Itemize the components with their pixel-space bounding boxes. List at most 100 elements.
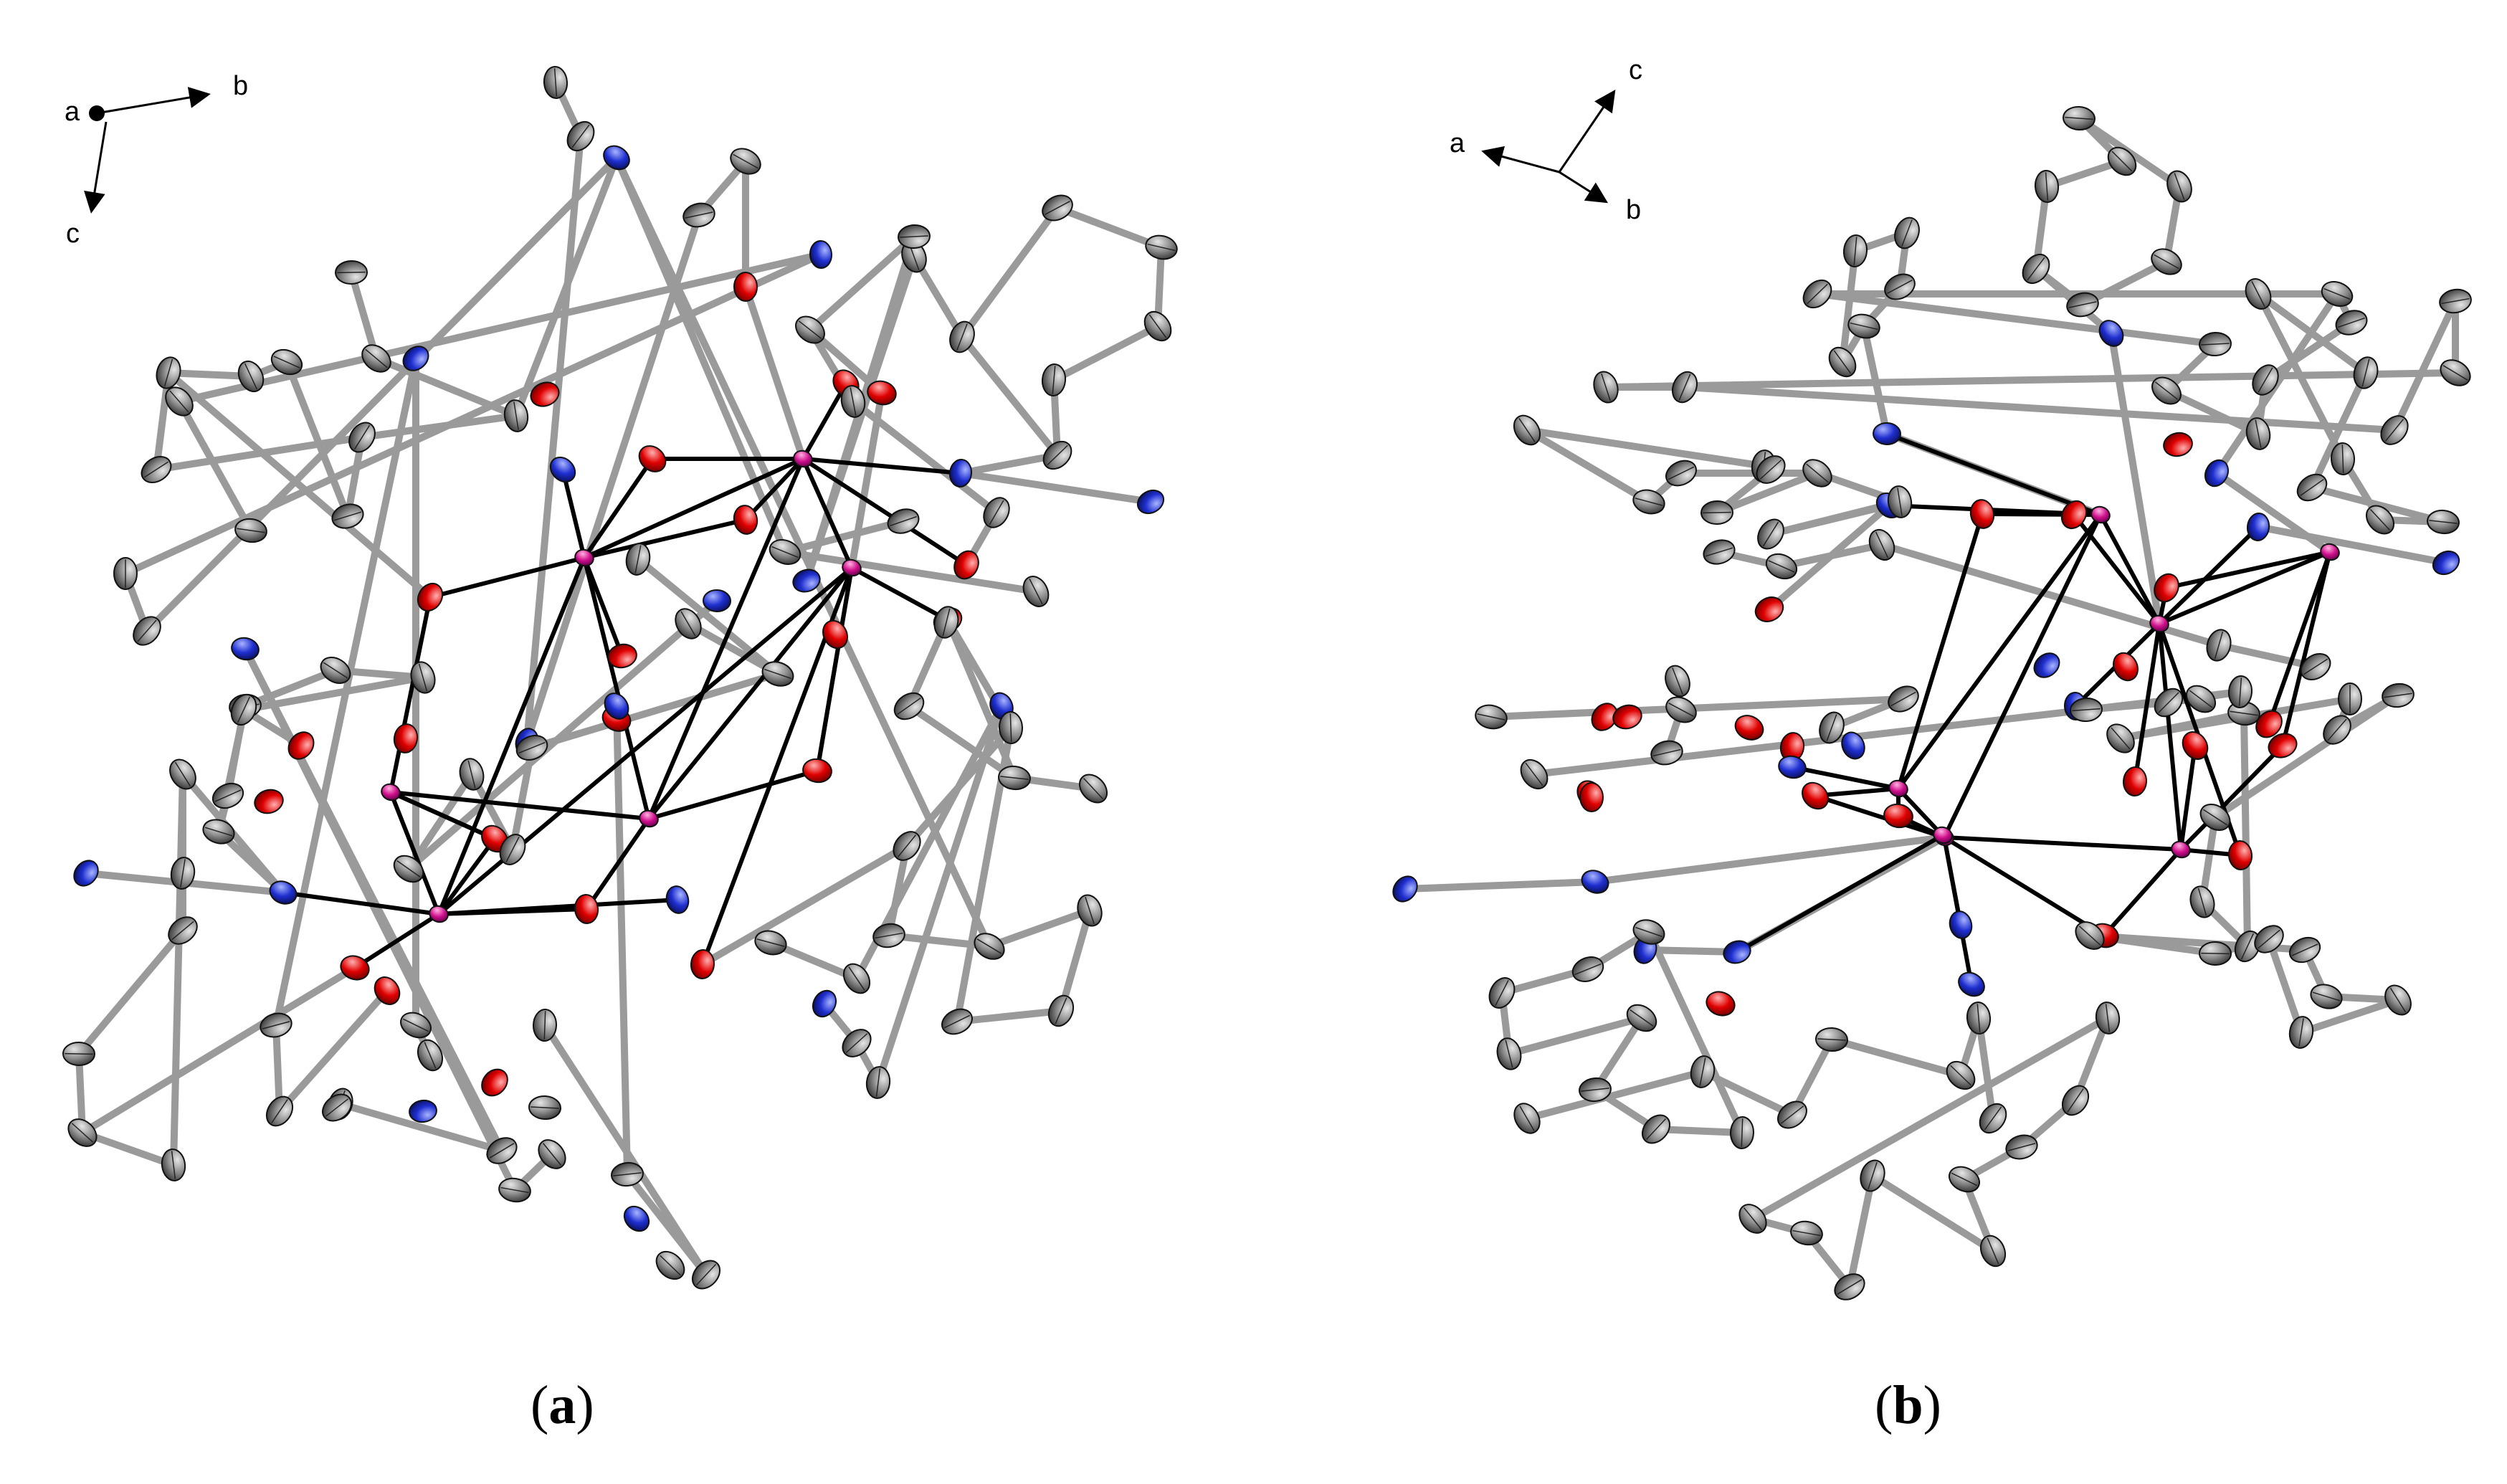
panel-a-oxygen-atom <box>254 789 284 814</box>
panel-a-atom-octant-line <box>489 1143 515 1159</box>
panel-b-oxygen-atom <box>2255 710 2283 738</box>
panel-b-bond <box>2265 936 2305 1036</box>
panel-b-atom-octant-line <box>2202 809 2228 826</box>
panel-b-atom-octant-line <box>1672 667 1683 695</box>
panel-a-nitrogen-atom <box>73 860 99 887</box>
panel-a-metal-atom <box>639 809 659 828</box>
panel-a-bond <box>348 269 380 362</box>
panel-a-axis-label-b: b <box>233 71 248 101</box>
panel-a-atoms <box>62 66 1178 1290</box>
panel-a-nitrogen-atom <box>623 1205 650 1232</box>
panel-b-atom-octant-line <box>1574 963 1602 976</box>
panel-a-nitrogen-atom <box>603 145 630 171</box>
panel-a-nitrogen-atom <box>792 569 821 593</box>
panel-b-metal-atom <box>1888 779 1908 798</box>
panel-a-caption-letter: a <box>548 1375 576 1435</box>
panel-a-bond <box>170 771 186 1169</box>
panel-b-atom-octant-line <box>2384 693 2412 698</box>
panel-b-nitrogen-atom <box>1723 940 1751 964</box>
panel-a-nitrogen-atom <box>402 346 429 371</box>
panel-b-atom-octant-line <box>2251 281 2265 307</box>
panel-a-oxygen-atom <box>574 894 599 924</box>
panel-b-atoms <box>1392 105 2472 1300</box>
panel-a-bond <box>389 595 432 794</box>
panel-a-atom-octant-line <box>1147 243 1176 252</box>
panel-a-bond <box>337 1100 505 1154</box>
panel-a-bond <box>801 457 969 567</box>
panel-b-atom-octant-line <box>1477 713 1505 720</box>
panel-a-atom-octant-line <box>771 546 799 558</box>
panel-a-oxygen-atom <box>393 723 419 753</box>
panel-a-bond <box>807 233 918 333</box>
panel-b-atom-octant-line <box>1601 373 1611 401</box>
panel-a-atom-octant-line <box>171 1151 176 1179</box>
panel-a-bond <box>165 369 254 380</box>
panel-b-atom-octant-line <box>1868 1161 1878 1190</box>
panel-b-bond <box>2164 550 2332 590</box>
panel-b-atom-octant-line <box>1495 980 1509 1006</box>
panel-a-atom-octant-line <box>137 619 157 642</box>
panel-b-atom-octant-line <box>1743 1207 1763 1230</box>
panel-b-bond <box>2133 622 2161 784</box>
panel-a-atom-octant-line <box>571 124 590 148</box>
panel-b-atom-octant-line <box>2312 991 2341 1002</box>
panel-a-bond <box>986 907 1093 950</box>
panel-b-atom-octant-line <box>1505 1040 1513 1068</box>
panel-b-oxygen-atom <box>1969 499 1995 529</box>
panel-b-atom-octant-line <box>1853 237 1857 265</box>
panel-a-nitrogen-atom <box>703 589 731 613</box>
panel-a-bond <box>647 566 854 821</box>
panel-b-atom-octant-line <box>2338 317 2365 328</box>
panel-b-atom-octant-line <box>1645 1118 1667 1140</box>
panel-b-atom-octant-line <box>2201 952 2230 955</box>
panel-a-atom-octant-line <box>237 696 251 723</box>
panel-a-bond <box>850 398 1000 516</box>
panel-a-bond <box>850 566 950 622</box>
panel-b-atom-octant-line <box>1768 560 1795 573</box>
panel-b-atom-octant-line <box>2300 479 2324 496</box>
panel-a-nitrogen-atom <box>812 989 837 1018</box>
panel-a-atom-octant-line <box>505 837 520 862</box>
panel-a-bond <box>624 1171 710 1278</box>
panel-b-metal-atom <box>2090 505 2111 524</box>
panel-b-atom-octant-line <box>2230 710 2258 716</box>
panel-b-bond <box>1681 384 2398 434</box>
panel-a-bond <box>437 566 854 916</box>
panel-b-bond <box>1642 946 1741 956</box>
panel-b-oxygen-atom <box>2163 432 2193 457</box>
panel-b-atom-octant-line <box>1705 547 1733 557</box>
panel-a-metal-atom <box>842 558 862 577</box>
panel-a-oxygen-atom <box>530 381 560 407</box>
panel-a-bond <box>283 358 351 520</box>
panel-a-bond <box>957 452 1061 477</box>
panel-a-atom-octant-line <box>174 761 191 787</box>
panel-b-bond <box>1699 1068 1796 1118</box>
panel-a-oxygen-atom <box>953 550 979 580</box>
panel-b-oxygen-atom <box>1734 715 1764 741</box>
panel-b-atom-octant-line <box>1951 1172 1978 1186</box>
panel-b-atom-octant-line <box>1987 1237 1999 1265</box>
panel-b-atom-octant-line <box>2189 690 2213 708</box>
panel-a-atom-octant-line <box>695 1264 717 1285</box>
panel-a-atom-octant-line <box>875 932 903 939</box>
panel-b-bond <box>1505 1014 1645 1057</box>
panel-b-atom-octant-line <box>1837 1279 1863 1295</box>
panel-a-bond <box>958 333 1061 459</box>
panel-a-bond <box>79 1129 177 1169</box>
panel-a-bond <box>582 518 748 560</box>
panel-b-atom-octant-line <box>1678 374 1691 401</box>
panel-a-oxygen-atom <box>690 949 715 979</box>
panel-b-bond <box>1869 1172 1997 1255</box>
panel-a-bond <box>509 744 536 853</box>
panel-a-axis-c-arrow <box>84 121 108 214</box>
panel-a-atom-octant-line <box>1047 444 1068 466</box>
panel-b-atom-octant-line <box>2258 367 2273 393</box>
panel-a-bond <box>647 769 819 821</box>
panel-a-caption-close: ) <box>576 1375 594 1435</box>
panel-a-bond <box>513 154 620 419</box>
panel-b-atom-octant-line <box>2174 173 2185 200</box>
panel-a-atom-octant-line <box>467 760 476 789</box>
panel-b-oxygen-atom <box>2268 733 2298 758</box>
panel-a-atom-octant-line <box>733 153 758 169</box>
panel-b-atom-octant-line <box>2007 1143 2036 1151</box>
